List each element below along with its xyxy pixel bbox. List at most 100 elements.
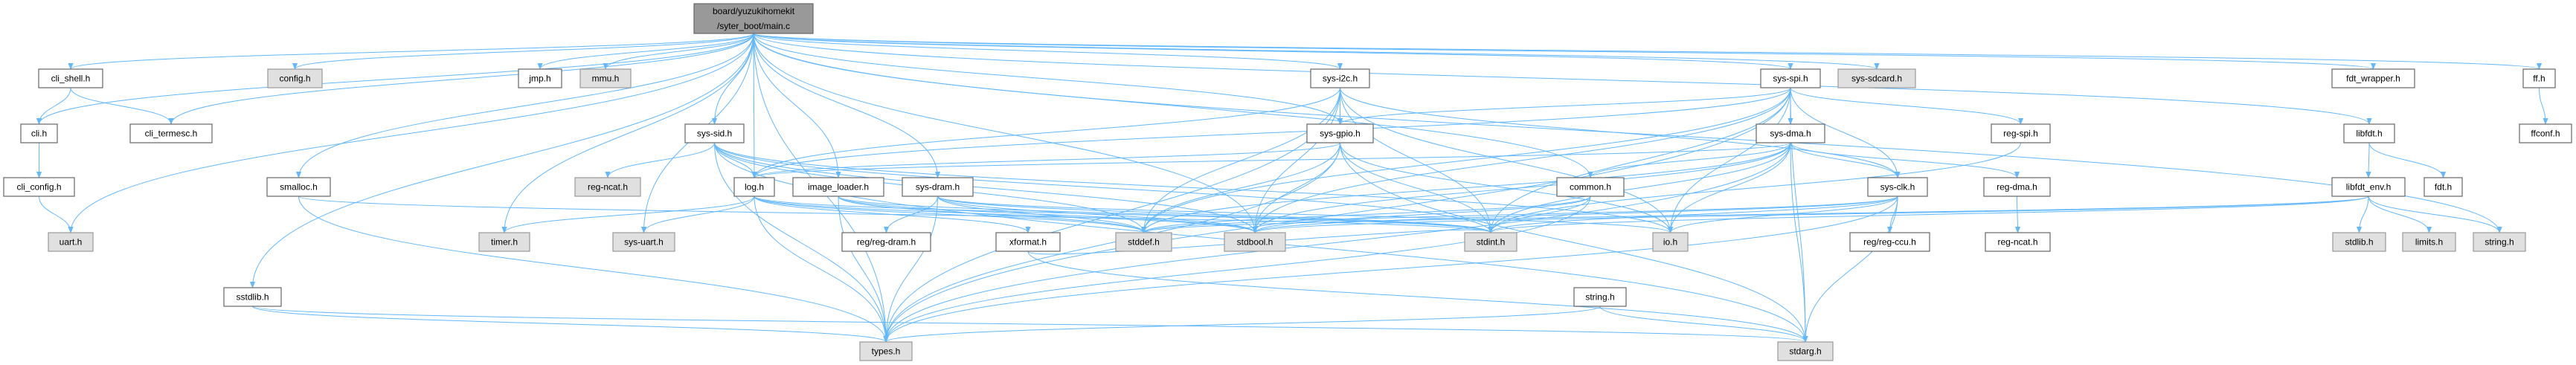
node-sys-gpio[interactable]: sys-gpio.h bbox=[1306, 123, 1374, 143]
node-label: string.h bbox=[1585, 292, 1614, 303]
edge-libfdt-to-fdt bbox=[2368, 142, 2447, 178]
node-main[interactable]: board/yuzukihomekit/syter_boot/main.c bbox=[693, 3, 814, 34]
edge-sys_dram-to-stdbool bbox=[937, 196, 1258, 233]
node-mmu[interactable]: mmu.h bbox=[579, 68, 632, 88]
node-cli-config[interactable]: cli_config.h bbox=[3, 177, 75, 197]
edge-image_loader-to-stdbool bbox=[838, 196, 1258, 233]
edge-sys_spi-to-types bbox=[883, 87, 1791, 343]
node-sstdlib[interactable]: sstdlib.h bbox=[223, 287, 282, 307]
node-reg-dma[interactable]: reg-dma.h bbox=[1983, 177, 2051, 197]
node-log[interactable]: log.h bbox=[733, 177, 775, 197]
node-label: cli_termesc.h bbox=[145, 129, 198, 139]
node-label: cli.h bbox=[31, 129, 47, 139]
node-reg-ncat-gray[interactable]: reg-ncat.h bbox=[574, 177, 641, 197]
edge-sys_dma-to-reg_dma bbox=[1790, 142, 2020, 178]
node-label: sys-dma.h bbox=[1770, 129, 1811, 139]
edge-ff-to-ffconf bbox=[2539, 87, 2548, 125]
node-string-h[interactable]: string.h bbox=[1573, 287, 1627, 307]
node-sys-uart[interactable]: sys-uart.h bbox=[612, 232, 675, 252]
edge-sstdlib-to-stdarg bbox=[252, 306, 1808, 343]
node-libfdt-env[interactable]: libfdt_env.h bbox=[2331, 177, 2406, 197]
node-label: stdarg.h bbox=[1789, 346, 1821, 357]
node-label: mmu.h bbox=[592, 74, 620, 84]
node-label: sys-i2c.h bbox=[1323, 74, 1358, 84]
node-sys-dram[interactable]: sys-dram.h bbox=[902, 177, 974, 197]
node-reg-ccu[interactable]: reg/reg-ccu.h bbox=[1849, 232, 1930, 252]
node-ffconf[interactable]: ffconf.h bbox=[2519, 123, 2572, 143]
node-image-loader[interactable]: image_loader.h bbox=[792, 177, 884, 197]
node-reg-spi[interactable]: reg-spi.h bbox=[1991, 123, 2051, 143]
edge-cli_config-to-uart bbox=[39, 196, 74, 233]
edge-common-to-stddef bbox=[1141, 196, 1591, 233]
node-reg-dram[interactable]: reg/reg-dram.h bbox=[841, 232, 931, 252]
node-label: stdint.h bbox=[1477, 237, 1506, 248]
node-label: uart.h bbox=[60, 237, 83, 248]
node-io[interactable]: io.h bbox=[1652, 232, 1689, 252]
node-label: fdt.h bbox=[2435, 182, 2452, 193]
node-label: sys-dram.h bbox=[916, 182, 960, 193]
node-smalloc[interactable]: smalloc.h bbox=[266, 177, 331, 197]
node-types[interactable]: types.h bbox=[859, 341, 913, 361]
node-sys-dma[interactable]: sys-dma.h bbox=[1756, 123, 1825, 143]
edge-common-to-stdbool bbox=[1252, 196, 1591, 233]
edge-main-to-sys_i2c bbox=[753, 33, 1343, 70]
node-box bbox=[733, 177, 775, 197]
edge-sys_dma-to-stddef bbox=[1141, 142, 1791, 233]
node-box bbox=[684, 123, 745, 143]
node-sys-sdcard[interactable]: sys-sdcard.h bbox=[1837, 68, 1916, 88]
node-sys-clk[interactable]: sys-clk.h bbox=[1867, 177, 1928, 197]
node-label: libfdt_env.h bbox=[2346, 182, 2392, 193]
node-string-sys[interactable]: string.h bbox=[2473, 232, 2526, 252]
edge-sys_clk-to-types bbox=[883, 196, 1898, 343]
node-stdint[interactable]: stdint.h bbox=[1464, 232, 1517, 252]
node-xformat[interactable]: xformat.h bbox=[995, 232, 1061, 252]
edge-sys_spi-to-reg_spi bbox=[1790, 87, 2023, 125]
edge-xformat-to-stdarg bbox=[1027, 251, 1808, 343]
edge-main-to-fdt_wrapper bbox=[753, 33, 2376, 70]
edge-main-to-image_loader bbox=[753, 33, 841, 178]
edge-sys_spi-to-stdint bbox=[1488, 87, 1791, 233]
node-cli-shell[interactable]: cli_shell.h bbox=[38, 68, 103, 88]
node-stdlib[interactable]: stdlib.h bbox=[2332, 232, 2386, 252]
node-config[interactable]: config.h bbox=[267, 68, 323, 88]
node-fdt[interactable]: fdt.h bbox=[2424, 177, 2463, 197]
node-box bbox=[1464, 232, 1517, 252]
node-label: fdt_wrapper.h bbox=[2346, 74, 2400, 84]
edge-sys_dma-to-stdbool bbox=[1252, 142, 1791, 233]
node-timer[interactable]: timer.h bbox=[478, 232, 530, 252]
edge-sys_sid-to-io bbox=[714, 142, 1673, 233]
node-limits[interactable]: limits.h bbox=[2402, 232, 2456, 252]
node-libfdt[interactable]: libfdt.h bbox=[2343, 123, 2395, 143]
edge-main-to-sys_dram bbox=[753, 33, 941, 178]
node-box bbox=[3, 177, 75, 197]
node-sys-sid[interactable]: sys-sid.h bbox=[684, 123, 745, 143]
node-common[interactable]: common.h bbox=[1556, 177, 1625, 197]
edge-main-to-cli bbox=[36, 33, 754, 125]
node-ff[interactable]: ff.h bbox=[2522, 68, 2556, 88]
node-stdbool[interactable]: stdbool.h bbox=[1224, 232, 1286, 252]
edge-sstdlib-to-types bbox=[252, 306, 889, 343]
edge-main-to-sys_sdcard bbox=[753, 33, 1880, 70]
edge-sys_dma-to-common bbox=[1587, 142, 1791, 178]
node-stdarg[interactable]: stdarg.h bbox=[1777, 341, 1834, 361]
node-box bbox=[266, 177, 331, 197]
node-label: sys-gpio.h bbox=[1320, 129, 1361, 139]
edge-sys_dram-to-types bbox=[883, 196, 938, 343]
node-cli[interactable]: cli.h bbox=[20, 123, 58, 143]
node-reg-ncat[interactable]: reg-ncat.h bbox=[1985, 232, 2051, 252]
node-stddef[interactable]: stddef.h bbox=[1115, 232, 1172, 252]
node-cli-termesc[interactable]: cli_termesc.h bbox=[129, 123, 213, 143]
node-box bbox=[2343, 123, 2395, 143]
node-box bbox=[841, 232, 931, 252]
node-jmp[interactable]: jmp.h bbox=[518, 68, 562, 88]
node-sys-i2c[interactable]: sys-i2c.h bbox=[1310, 68, 1370, 88]
node-box bbox=[2522, 68, 2556, 88]
node-uart[interactable]: uart.h bbox=[48, 232, 94, 252]
node-sys-spi[interactable]: sys-spi.h bbox=[1760, 68, 1821, 88]
edge-sys_gpio-to-types bbox=[883, 142, 1340, 343]
node-box bbox=[574, 177, 641, 197]
edge-sys_i2c-to-sys_clk bbox=[1340, 87, 1901, 178]
node-box bbox=[902, 177, 974, 197]
node-fdt-wrapper[interactable]: fdt_wrapper.h bbox=[2331, 68, 2415, 88]
